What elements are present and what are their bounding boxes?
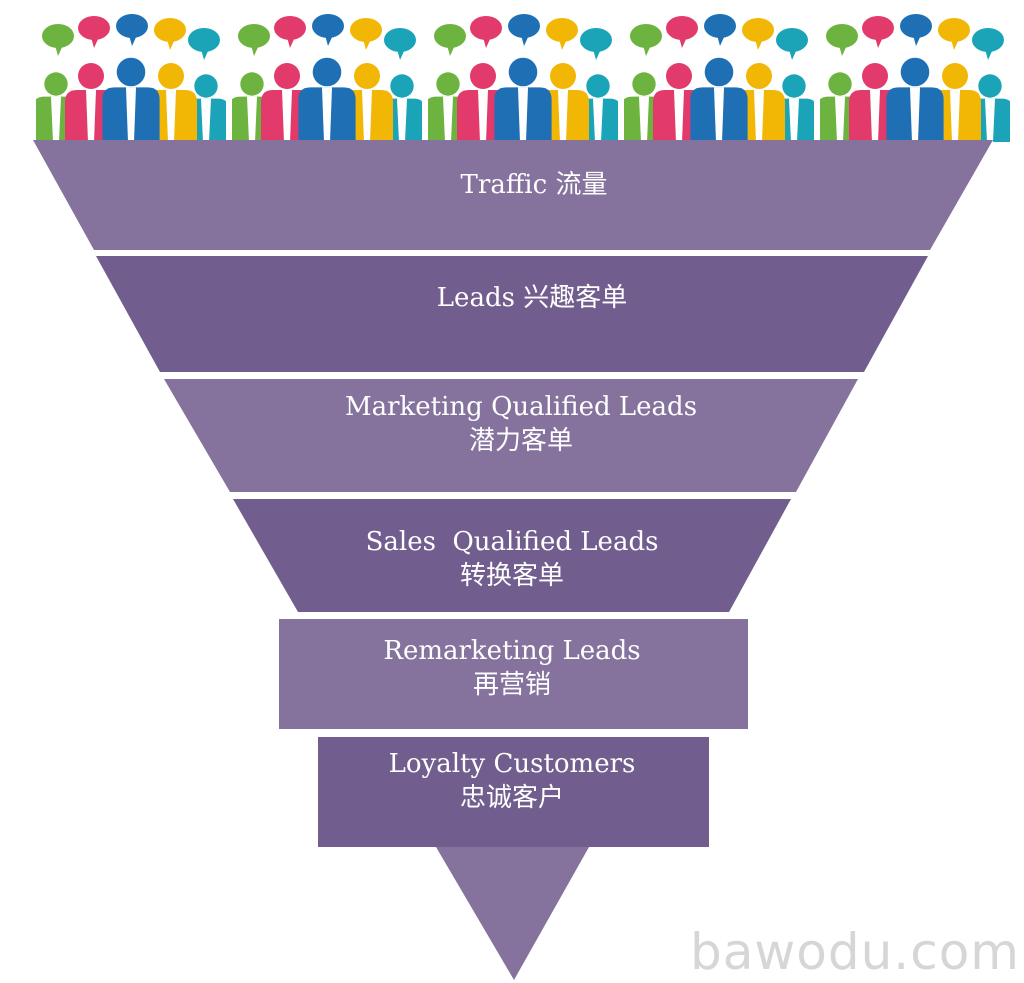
speech-bubble-icon [42, 24, 74, 48]
funnel-tip [436, 847, 589, 980]
stage-loyalty-cn: 忠诚客户 [459, 783, 565, 813]
stage-leads: Leads 兴趣客单 [437, 281, 627, 315]
stage-loyalty-en: Loyalty Customers [388, 749, 636, 779]
speech-bubble-icon [116, 14, 148, 38]
funnel-band-remarketing [279, 619, 748, 729]
stage-remarketing-cn: 再营销 [472, 670, 551, 700]
funnel-band-mql [164, 379, 858, 492]
stage-leads-en: Leads [436, 283, 515, 313]
speech-bubble-icon [508, 14, 540, 38]
crowd-group-icon [232, 14, 422, 142]
stage-loyalty: Loyalty Customers 忠诚客户 [389, 747, 636, 815]
funnel-band-leads [96, 256, 928, 372]
speech-bubble-icon [900, 14, 932, 38]
speech-bubble-icon [312, 14, 344, 38]
speech-bubble-icon [742, 18, 774, 42]
stage-sql: Sales Qualified Leads 转换客单 [366, 525, 659, 593]
stage-remarketing: Remarketing Leads 再营销 [383, 634, 640, 702]
speech-bubble-icon [350, 18, 382, 42]
speech-bubble-icon [154, 18, 186, 42]
stage-traffic-cn: 流量 [555, 170, 608, 200]
funnel-band-sql [233, 499, 791, 612]
funnel-band-traffic [33, 140, 993, 250]
person-icon [690, 57, 748, 142]
speech-bubble-icon [938, 18, 970, 42]
person-icon [494, 57, 552, 142]
stage-leads-cn: 兴趣客单 [523, 283, 628, 313]
stage-traffic-en: Traffic [460, 170, 548, 200]
crowd-illustration [36, 14, 1016, 142]
speech-bubble-icon [238, 24, 270, 48]
watermark: bawodu.com [690, 923, 1020, 981]
stage-traffic: Traffic 流量 [461, 168, 608, 202]
stage-mql-en: Marketing Qualified Leads [344, 392, 698, 422]
speech-bubble-icon [862, 16, 894, 40]
stage-mql-cn: 潜力客单 [468, 426, 573, 456]
crowd-group-icon [624, 14, 814, 142]
speech-bubble-icon [546, 18, 578, 42]
crowd-group-icon [820, 14, 1010, 142]
person-icon [886, 57, 944, 142]
speech-bubble-icon [704, 14, 736, 38]
speech-bubble-icon [384, 28, 416, 52]
speech-bubble-icon [580, 28, 612, 52]
speech-bubble-icon [470, 16, 502, 40]
speech-bubble-icon [274, 16, 306, 40]
crowd-group-icon [36, 14, 226, 142]
stage-sql-cn: 转换客单 [459, 561, 565, 591]
speech-bubble-icon [434, 24, 466, 48]
speech-bubble-icon [776, 28, 808, 52]
speech-bubble-icon [630, 24, 662, 48]
speech-bubble-icon [972, 28, 1004, 52]
person-icon [102, 57, 160, 142]
funnel-band-loyalty [318, 737, 709, 847]
speech-bubble-icon [78, 16, 110, 40]
crowd-group-icon [428, 14, 618, 142]
speech-bubble-icon [188, 28, 220, 52]
stage-mql: Marketing Qualified Leads 潜力客单 [345, 390, 697, 458]
speech-bubble-icon [666, 16, 698, 40]
speech-bubble-icon [826, 24, 858, 48]
stage-sql-en: Sales Qualified Leads [365, 527, 659, 557]
person-icon [298, 57, 356, 142]
stage-remarketing-en: Remarketing Leads [383, 636, 641, 666]
